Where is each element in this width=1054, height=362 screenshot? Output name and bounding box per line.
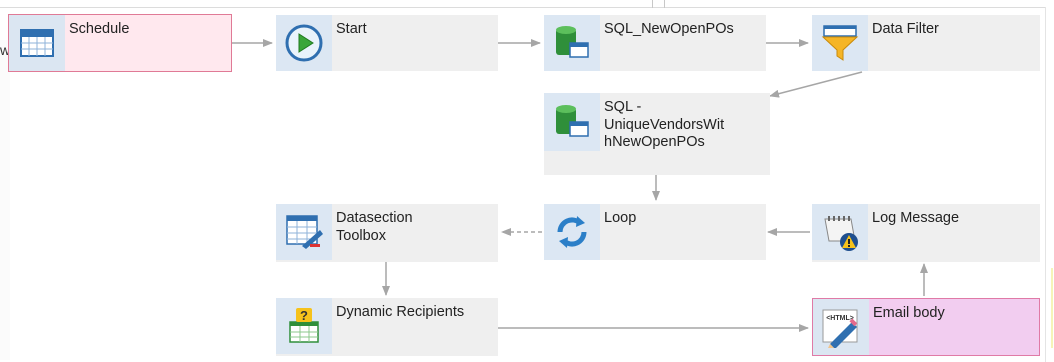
node-data-filter[interactable]: Data Filter xyxy=(812,15,1040,71)
node-dynamic-recipients[interactable]: ? Dynamic Recipients xyxy=(276,298,498,356)
table-tool-icon xyxy=(276,204,332,260)
node-label: Data Filter xyxy=(872,21,939,37)
ruler-tick xyxy=(652,0,653,8)
node-label: Schedule xyxy=(69,21,130,37)
database-icon xyxy=(544,15,600,71)
node-loop[interactable]: Loop xyxy=(544,204,766,260)
database-icon xyxy=(544,93,600,151)
clipped-text-fragment: w xyxy=(0,42,11,58)
node-label: SQL_NewOpenPOs xyxy=(604,21,734,37)
warning-log-icon xyxy=(812,204,868,260)
svg-text:?: ? xyxy=(300,308,308,323)
calendar-icon xyxy=(9,15,65,71)
node-label: Email body xyxy=(873,305,945,321)
edge-datafilter-sqlunique xyxy=(769,71,863,98)
node-datasection-toolbox[interactable]: Datasection Toolbox xyxy=(276,204,498,262)
funnel-icon xyxy=(812,15,868,71)
refresh-icon xyxy=(544,204,600,260)
node-email-body[interactable]: <HTML> Email body xyxy=(812,298,1040,356)
node-log-message[interactable]: Log Message xyxy=(812,204,1040,262)
question-table-icon: ? xyxy=(276,298,332,354)
node-schedule[interactable]: Schedule xyxy=(8,14,232,72)
canvas-right-border xyxy=(1045,7,1046,362)
canvas-left-panel xyxy=(0,40,10,360)
node-sql-new-open-pos[interactable]: SQL_NewOpenPOs xyxy=(544,15,766,71)
node-label: Dynamic Recipients xyxy=(336,304,465,320)
canvas-edge-strip xyxy=(1051,268,1053,348)
node-start[interactable]: Start xyxy=(276,15,498,71)
node-sql-unique-vendors[interactable]: SQL - UniqueVendorsWit hNewOpenPOs xyxy=(544,93,770,175)
node-label: Loop xyxy=(604,210,637,226)
svg-text:<HTML>: <HTML> xyxy=(826,315,854,322)
node-label: Log Message xyxy=(872,210,960,226)
node-label: SQL - UniqueVendorsWit hNewOpenPOs xyxy=(604,99,725,150)
ruler-tick xyxy=(664,0,665,8)
play-icon xyxy=(276,15,332,71)
node-label: Start xyxy=(336,21,367,37)
canvas-top-border xyxy=(0,7,1046,8)
node-label: Datasection Toolbox xyxy=(336,210,413,244)
html-pen-icon: <HTML> xyxy=(813,299,869,355)
